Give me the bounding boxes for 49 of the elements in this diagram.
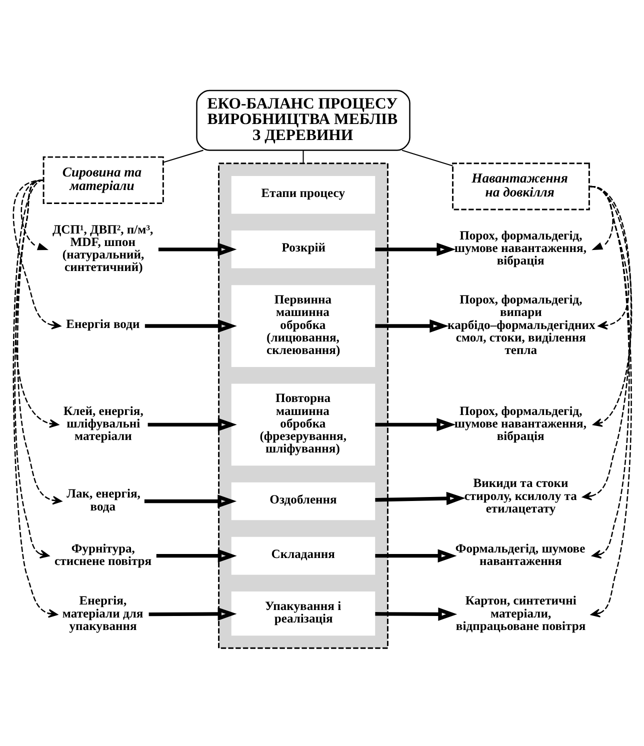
node-text: Картон, синтетичні матеріали, відпрацьоване повітря [455,593,586,632]
node-box: Етапи процесу [230,175,375,214]
connector [162,149,203,162]
arrow [590,185,632,426]
arrow [144,494,236,508]
connector [401,149,452,166]
node-text: Порох, формальдегід, шумове навантаження, вібрація [454,228,586,268]
node-text: Викиди та стоки стиролу, ксилолу та етилацетату [464,476,576,515]
arrow [374,318,448,332]
arrow [158,242,236,256]
node-text: Енергія води [66,316,140,331]
node-box: Сировина та матеріали [42,156,164,204]
node-box: Упакування і реалізація [230,591,375,636]
node-text: Порох, формальдегід, шумове навантаження, вібрація [454,403,586,442]
node-box: Складання [230,536,375,574]
arrow [374,418,456,431]
arrow [156,548,236,562]
arrow [144,318,236,332]
arrow [20,179,48,250]
node-text: Фурнітура, стиснене повітря [54,540,152,568]
arrow [147,418,236,431]
arrow [374,242,456,256]
node-text: ДСП¹, ДВП², п/м³, MDF, шпон (натуральний, синтетичний) [52,222,153,274]
node-text: Лак, енергія, вода [66,486,140,513]
connector [302,150,304,163]
node-text: Формальдегід, шумове навантаження [454,540,585,568]
node-box: Навантаження на довкілля [452,162,590,210]
arrow [590,185,629,330]
node-box: Оздоблення [230,482,375,520]
node-box: Розкрій [230,230,375,268]
arrow [14,179,58,428]
node-text: Порох, формальдегід, випари карбідо–формальдегідних смол, стоки, виділення тепла [447,292,595,356]
arrow [148,606,236,620]
arrow [14,179,49,558]
node-text: Клей, енергія, шліфувальні матеріали [62,403,143,442]
arrow [590,185,630,558]
arrow [590,185,613,250]
arrow [16,179,62,504]
arrow [12,179,60,329]
node-box: Первинна машинна обробка (лицювання, склеювання) [230,284,375,366]
arrow [12,179,58,618]
arrow [374,491,465,505]
node-text: Енергія, матеріали для упакування [62,593,143,632]
arrow [582,185,632,500]
arrow [374,548,456,562]
arrow [590,185,632,617]
node-box: ЕКО-БАЛАНС ПРОЦЕСУ ВИРОБНИЦТВА МЕБЛІВ З ДЕРЕВИНИ [196,89,410,150]
node-box: Повторна машинна обробка (фрезерування, шліфування) [230,383,375,466]
arrow [374,607,457,620]
